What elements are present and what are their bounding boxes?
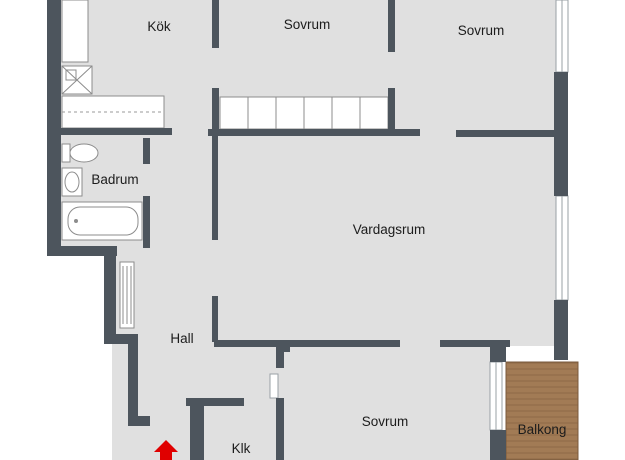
room-label-klk: Klk bbox=[232, 441, 251, 456]
toilet-icon bbox=[61, 143, 99, 163]
stove-icon bbox=[61, 65, 93, 95]
room-label-vardagsrum: Vardagsrum bbox=[353, 222, 426, 237]
windows bbox=[269, 0, 569, 431]
room-label-sovrum-2: Sovrum bbox=[458, 23, 505, 38]
room-label-kok: Kök bbox=[147, 19, 171, 34]
walls bbox=[47, 0, 568, 460]
room-label-sovrum-3: Sovrum bbox=[362, 414, 409, 429]
room-label-hall: Hall bbox=[170, 331, 193, 346]
room-label-sovrum-1: Sovrum bbox=[284, 17, 331, 32]
entrance-arrow-icon bbox=[154, 440, 178, 460]
wardrobe bbox=[219, 96, 389, 130]
kitchen-counter bbox=[61, 0, 165, 129]
bathtub-icon bbox=[61, 201, 143, 241]
sink-icon bbox=[61, 167, 83, 197]
balcony-deck bbox=[506, 362, 578, 460]
radiator-icon bbox=[119, 261, 135, 329]
room-label-badrum: Badrum bbox=[91, 172, 138, 187]
room-label-balkong: Balkong bbox=[518, 422, 567, 437]
